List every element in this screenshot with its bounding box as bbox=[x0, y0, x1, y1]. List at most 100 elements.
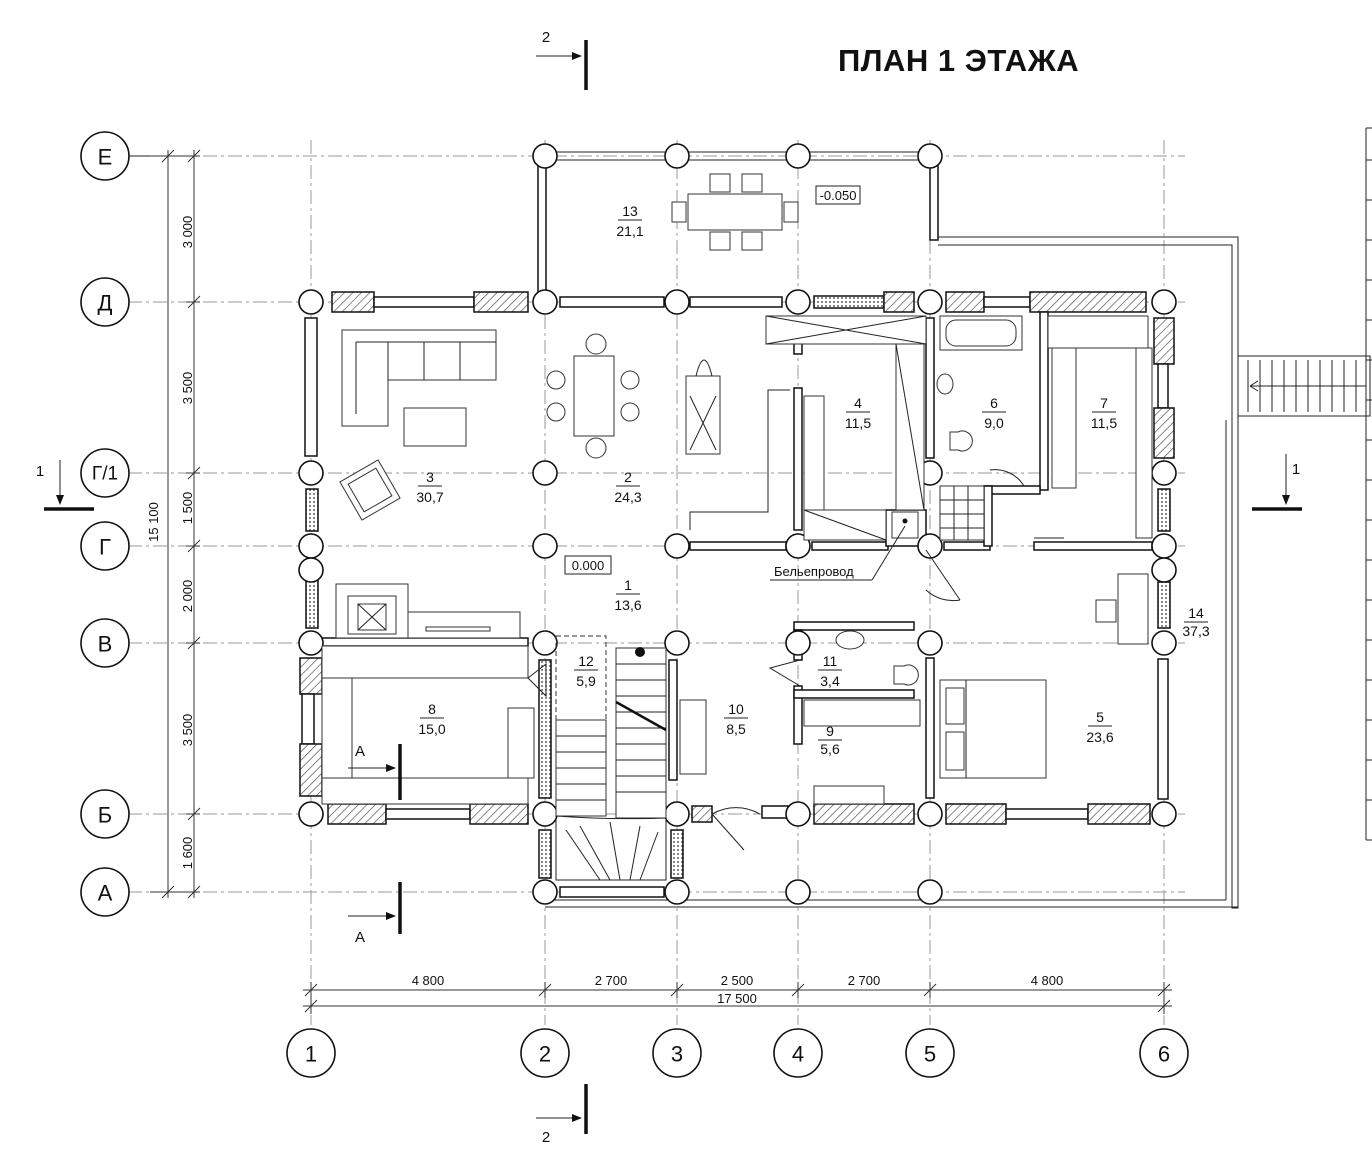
svg-text:15,0: 15,0 bbox=[418, 721, 445, 737]
svg-text:1: 1 bbox=[624, 577, 632, 593]
vertical-dimensions: 3 000 3 500 1 500 2 000 3 500 1 600 15 1… bbox=[146, 149, 201, 899]
row-axis-bubbles: Е Д Г/1 Г В Б А bbox=[80, 131, 150, 917]
room-13: 13 21,1 bbox=[616, 203, 643, 239]
svg-text:5,6: 5,6 bbox=[820, 741, 840, 757]
dim-h-2: 2 700 bbox=[595, 973, 628, 988]
axis-label-row: Б bbox=[98, 803, 112, 828]
axis-label-row: Г bbox=[99, 535, 111, 560]
svg-text:4: 4 bbox=[854, 395, 862, 411]
section-2-bottom-label: 2 bbox=[542, 1129, 550, 1146]
dim-v-4: 2 000 bbox=[180, 580, 195, 613]
dim-v-1: 3 000 bbox=[180, 216, 195, 249]
dim-h-3: 2 500 bbox=[721, 973, 754, 988]
room-7: 711,5 bbox=[1091, 395, 1117, 431]
svg-text:8,5: 8,5 bbox=[726, 721, 746, 737]
svg-text:11,5: 11,5 bbox=[845, 415, 871, 431]
section-a-top-label: А bbox=[355, 743, 365, 760]
linen-chute: Бельепровод bbox=[770, 511, 919, 581]
svg-text:24,3: 24,3 bbox=[614, 489, 641, 505]
svg-text:6: 6 bbox=[990, 395, 998, 411]
svg-text:12: 12 bbox=[578, 653, 594, 669]
axis-label-row: Д bbox=[98, 291, 113, 316]
axis-bubble-col bbox=[520, 1028, 570, 1078]
svg-text:21,1: 21,1 bbox=[616, 223, 643, 239]
svg-text:13,6: 13,6 bbox=[614, 597, 641, 613]
axis-bubble-row bbox=[80, 789, 130, 839]
dim-v-5: 3 500 bbox=[180, 714, 195, 747]
svg-text:2: 2 bbox=[624, 469, 632, 485]
columns bbox=[298, 143, 1177, 905]
svg-text:11: 11 bbox=[823, 653, 838, 669]
axis-label-col: 4 bbox=[792, 1042, 804, 1067]
svg-text:3,4: 3,4 bbox=[820, 673, 840, 689]
interior-walls bbox=[321, 311, 1153, 799]
section-a-bottom-label: А bbox=[355, 929, 365, 946]
room-5: 523,6 bbox=[1086, 709, 1113, 745]
svg-text:7: 7 bbox=[1100, 395, 1108, 411]
room-labels: 113,6 224,3 330,7 411,5 523,6 69,0 711,5… bbox=[416, 203, 1209, 757]
axis-bubble-col bbox=[652, 1028, 702, 1078]
dim-h-5: 4 800 bbox=[1031, 973, 1064, 988]
room-11: 113,4 bbox=[818, 653, 842, 689]
svg-text:23,6: 23,6 bbox=[1086, 729, 1113, 745]
doors bbox=[527, 469, 1064, 851]
axis-bubble-row bbox=[80, 131, 130, 181]
svg-text:14: 14 bbox=[1188, 605, 1204, 621]
dim-h-1: 4 800 bbox=[412, 973, 445, 988]
svg-text:37,3: 37,3 bbox=[1182, 623, 1209, 639]
axis-label-row: Е bbox=[98, 145, 113, 170]
axis-bubble-row bbox=[80, 521, 130, 571]
room-3: 330,7 bbox=[416, 469, 443, 505]
axis-label-col: 5 bbox=[924, 1042, 936, 1067]
svg-text:30,7: 30,7 bbox=[416, 489, 443, 505]
room-4: 411,5 bbox=[845, 395, 871, 431]
room-12: 125,9 bbox=[574, 653, 598, 689]
svg-text:13: 13 bbox=[622, 203, 638, 219]
column-axis-bubbles: 1 2 3 4 5 6 bbox=[286, 1028, 1189, 1078]
axis-label-col: 2 bbox=[539, 1042, 551, 1067]
dim-v-2: 3 500 bbox=[180, 372, 195, 405]
svg-text:11,5: 11,5 bbox=[1091, 415, 1117, 431]
svg-text:3: 3 bbox=[426, 469, 434, 485]
room-14: 14 37,3 bbox=[1182, 605, 1209, 639]
dim-v-6: 1 600 bbox=[180, 837, 195, 870]
dim-v-total: 15 100 bbox=[146, 502, 161, 542]
axis-bubble-col bbox=[773, 1028, 823, 1078]
svg-text:5: 5 bbox=[1096, 709, 1104, 725]
room-2: 224,3 bbox=[614, 469, 641, 505]
axis-bubble-col bbox=[286, 1028, 336, 1078]
section-1-left-label: 1 bbox=[36, 463, 44, 480]
room-10: 108,5 bbox=[724, 701, 748, 737]
axis-bubble-col bbox=[1139, 1028, 1189, 1078]
axis-label-col: 6 bbox=[1158, 1042, 1170, 1067]
axis-bubble-row bbox=[80, 867, 130, 917]
dim-h-4: 2 700 bbox=[848, 973, 881, 988]
svg-text:10: 10 bbox=[728, 701, 744, 717]
axis-label-row: А bbox=[98, 881, 113, 906]
terrace-level: -0.050 bbox=[820, 188, 857, 203]
room-9: 95,6 bbox=[818, 723, 842, 757]
room-8: 815,0 bbox=[418, 701, 445, 737]
exterior-walls bbox=[299, 291, 1175, 898]
linen-chute-label: Бельепровод bbox=[774, 564, 854, 579]
furniture bbox=[321, 173, 1153, 881]
room-1: 113,6 bbox=[614, 577, 641, 613]
axis-label-col: 1 bbox=[305, 1042, 317, 1067]
axis-bubble-row bbox=[80, 448, 130, 498]
dim-v-3: 1 500 bbox=[180, 492, 195, 525]
section-2-top-label: 2 bbox=[542, 29, 550, 46]
axis-label-col: 3 bbox=[671, 1042, 683, 1067]
section-marks: 2 2 1 1 А А bbox=[36, 29, 1302, 1146]
entrance-stair bbox=[1237, 355, 1371, 417]
axis-bubble-row bbox=[80, 618, 130, 668]
axis-label-row: В bbox=[98, 632, 113, 657]
axis-label-row: Г/1 bbox=[92, 464, 118, 485]
plan-title: ПЛАН 1 ЭТАЖА bbox=[838, 43, 1079, 78]
terrace-level-box bbox=[815, 185, 861, 205]
horizontal-dimensions: 4 800 2 700 2 500 2 700 4 800 17 500 bbox=[303, 973, 1172, 1014]
svg-text:5,9: 5,9 bbox=[576, 673, 596, 689]
svg-text:9: 9 bbox=[826, 723, 834, 739]
svg-text:9,0: 9,0 bbox=[984, 415, 1004, 431]
dim-h-total: 17 500 bbox=[717, 991, 757, 1006]
svg-text:8: 8 bbox=[428, 701, 436, 717]
